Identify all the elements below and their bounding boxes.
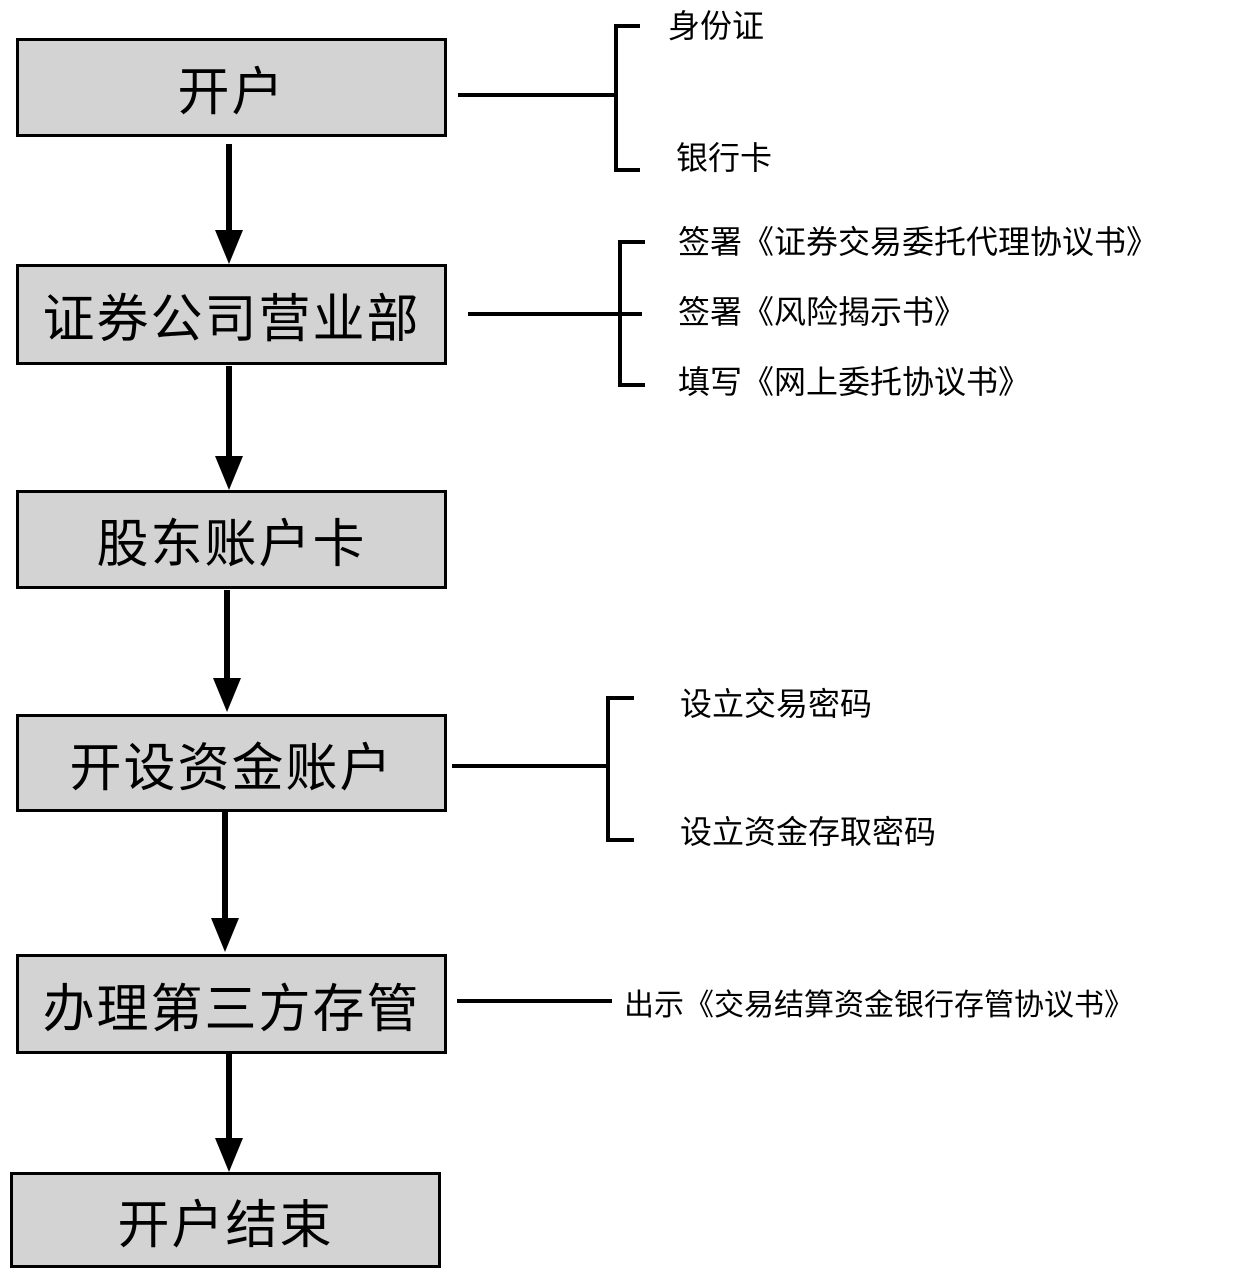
note-set-fund-password: 设立资金存取密码 xyxy=(680,813,937,851)
arrow-head xyxy=(215,230,243,264)
arrow-head xyxy=(213,678,241,712)
flow-arrows xyxy=(211,144,243,1172)
note-sign-risk-disclosure: 签署《风险揭示书》 xyxy=(678,293,967,331)
note-set-trade-password: 设立交易密码 xyxy=(680,685,873,723)
arrow-head xyxy=(215,1138,243,1172)
note-bank-card: 银行卡 xyxy=(676,139,773,177)
bracket-brokerage-branch xyxy=(468,240,645,387)
arrow-head xyxy=(211,918,239,952)
bracket-open-account xyxy=(458,24,640,172)
arrow-head xyxy=(215,456,243,490)
step-shareholder-card: 股东账户卡 xyxy=(16,490,447,589)
step-open-account: 开户 xyxy=(16,38,447,137)
note-fill-online-agreement: 填写《网上委托协议书》 xyxy=(678,363,1031,401)
step-fund-account: 开设资金账户 xyxy=(16,714,447,812)
note-sign-agency-agreement: 签署《证券交易委托代理协议书》 xyxy=(678,223,1159,261)
step-brokerage-branch: 证券公司营业部 xyxy=(16,264,447,365)
note-show-custody-agreement: 出示《交易结算资金银行存管协议书》 xyxy=(624,988,1134,1023)
note-id-card: 身份证 xyxy=(668,7,765,45)
step-third-party-custody: 办理第三方存管 xyxy=(16,954,447,1054)
step-finish: 开户结束 xyxy=(10,1172,441,1268)
bracket-fund-account xyxy=(452,696,634,842)
